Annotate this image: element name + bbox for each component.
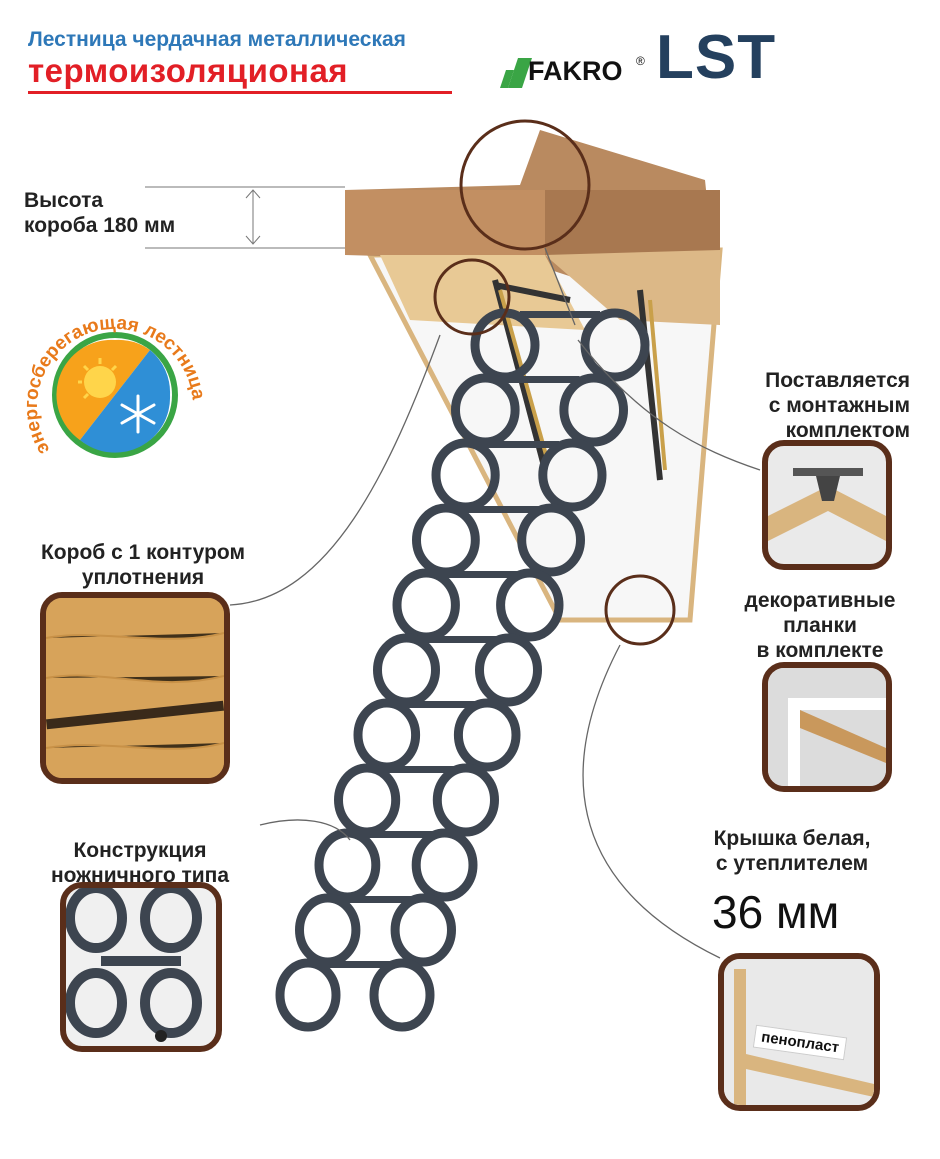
lid-label: Крышка белая, с утеплителем	[672, 826, 912, 876]
trim-photo	[762, 662, 892, 792]
ladder-scissor-link	[580, 308, 650, 382]
trim-line2: планки	[783, 614, 857, 637]
ladder-scissor-link	[334, 763, 401, 837]
title-underline	[28, 91, 452, 94]
seal-label: Короб с 1 контуром уплотнения	[8, 540, 278, 590]
ladder-scissor-link	[453, 698, 521, 772]
ladder-step	[417, 636, 498, 643]
ladder-scissor-link	[392, 568, 460, 642]
energy-badge-graphic	[52, 332, 178, 458]
ladder-step	[499, 376, 580, 383]
ladder-scissor-link	[412, 503, 480, 577]
mounting-kit-photo	[762, 440, 892, 570]
scissor-line1: Конструкция	[73, 839, 207, 862]
scissor-label: Конструкция ножничного типа	[20, 838, 260, 888]
seal-photo	[40, 592, 230, 784]
ladder-scissor-link	[559, 373, 629, 447]
energy-badge-ring-text: энергосберегающая лестница	[21, 313, 209, 459]
ladder-scissor-link	[369, 958, 435, 1032]
trim-label: декоративные планки в комплекте	[720, 588, 920, 663]
ladder-step	[356, 831, 436, 838]
ladder-step	[315, 961, 395, 968]
trim-line1: декоративные	[744, 589, 896, 612]
lid-line1: Крышка белая,	[713, 827, 871, 850]
lid-section-icon	[724, 959, 874, 1105]
ladder-scissor-link	[475, 633, 542, 707]
box-height-label-line1: Высота	[24, 189, 104, 212]
title-line-2: термоизоляционая	[28, 52, 349, 89]
ladder-step	[335, 896, 416, 903]
brand-name: FAKRO	[528, 56, 623, 86]
seal-line2: уплотнения	[81, 566, 205, 589]
snowflake-icon	[120, 394, 156, 434]
ladder-step	[479, 441, 559, 448]
ladder-scissor-link	[517, 503, 585, 577]
ladder-scissor-link	[353, 698, 421, 772]
fakro-logo: FAKRO ®	[500, 54, 650, 90]
ladder-scissor-link	[373, 633, 440, 707]
lid-thickness: 36 мм	[712, 886, 840, 938]
energy-badge: энергосберегающая лестница	[20, 300, 210, 490]
scissor-line2: ножничного типа	[50, 864, 230, 887]
lid-line2: с утеплителем	[715, 852, 869, 875]
title-line-1: Лестница чердачная металлическая	[28, 28, 406, 51]
wood-seal-icon	[46, 598, 224, 778]
sun-icon	[78, 358, 118, 400]
ladder-step	[376, 766, 457, 773]
mounting-kit-line3: комплектом	[785, 419, 910, 442]
mounting-kit-line1: Поставляется	[765, 369, 910, 392]
box-height-label: Высота короба 180 мм	[24, 188, 175, 238]
ladder-step	[397, 701, 477, 708]
mounting-kit-label: Поставляется с монтажным комплектом	[720, 368, 910, 443]
mounting-bracket-icon	[768, 468, 886, 541]
ladder-scissor-link	[390, 893, 456, 967]
ladder-scissor-link	[538, 438, 607, 512]
seal-line1: Короб с 1 контуром	[40, 541, 245, 564]
ladder-scissor-link	[295, 893, 361, 967]
scissor-photo	[60, 882, 222, 1052]
lid-photo: пенопласт	[718, 953, 880, 1111]
fakro-logo-mark-icon	[500, 58, 532, 88]
trim-line3: в комплекте	[756, 639, 884, 662]
ladder-step	[520, 311, 600, 318]
registered-mark: ®	[636, 54, 645, 68]
ladder-scissor-link	[314, 828, 381, 902]
trim-strip-icon	[768, 668, 886, 786]
ladder-scissor-link	[496, 568, 564, 642]
ladder-step	[458, 506, 539, 513]
ladder-scissor-link	[411, 828, 478, 902]
model-name: LST	[656, 23, 777, 92]
box-height-label-line2: короба 180 мм	[24, 214, 176, 237]
ladder-scissor-link	[275, 958, 341, 1032]
scissor-joint-icon	[66, 888, 202, 1042]
mounting-kit-line2: с монтажным	[768, 394, 910, 417]
ladder-step	[438, 571, 518, 578]
ladder-scissor-link	[432, 763, 499, 837]
